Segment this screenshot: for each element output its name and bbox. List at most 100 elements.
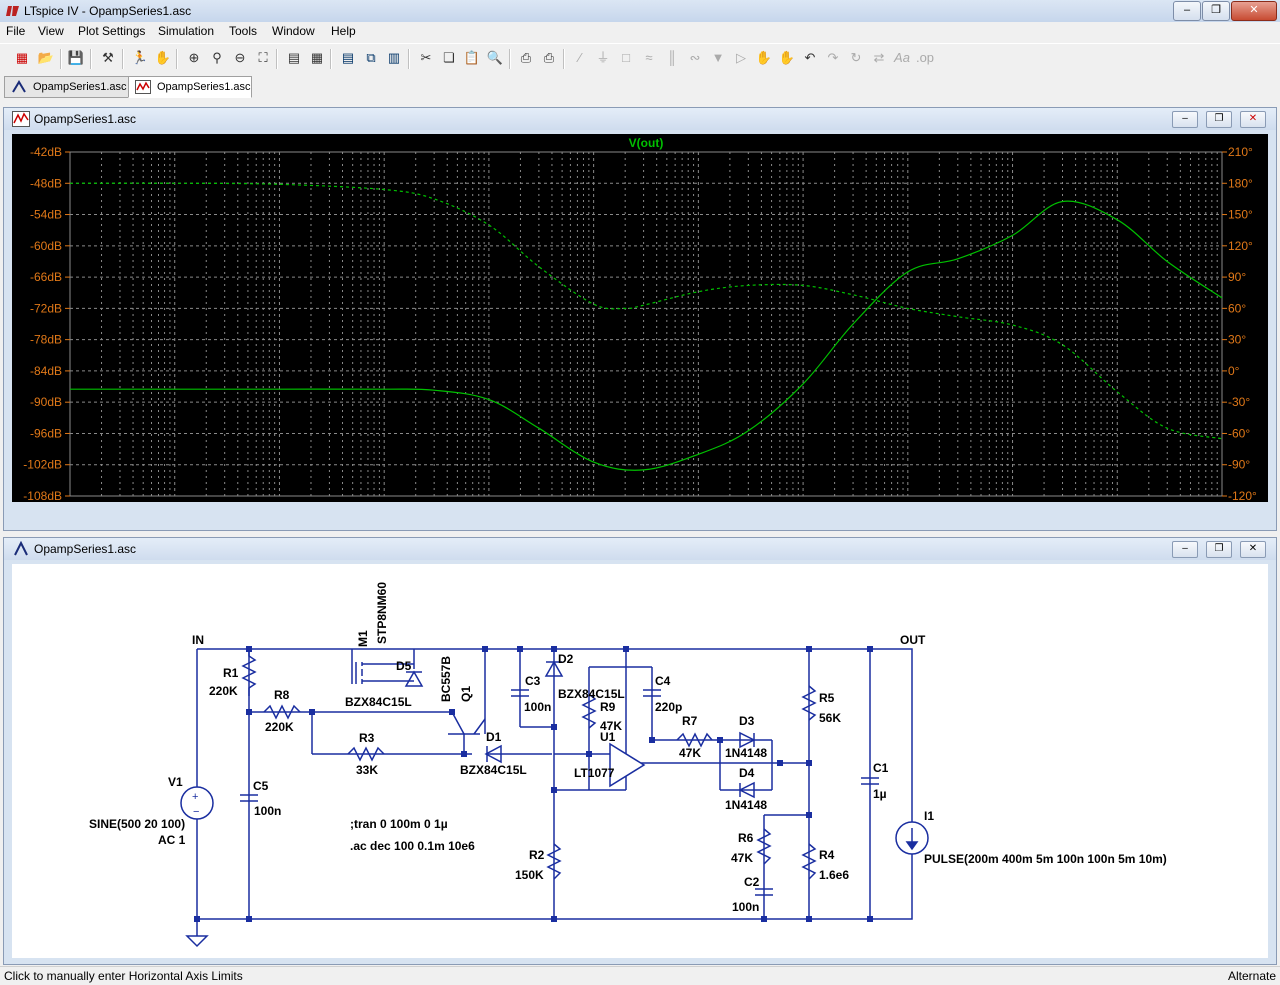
ground-icon[interactable]: ⏚ (596, 50, 610, 65)
status-message: Click to manually enter Horizontal Axis … (4, 969, 243, 983)
net-label-out: OUT (900, 633, 926, 647)
capacitors[interactable] (240, 689, 879, 896)
current-source-i1[interactable] (895, 821, 929, 855)
i1-value: PULSE(200m 400m 5m 100n 100n 5m 10m) (924, 852, 1167, 866)
menu-plot-settings[interactable]: Plot Settings (78, 24, 146, 38)
spice-directive-icon[interactable]: .op (915, 50, 935, 65)
print-preview-icon[interactable]: ⎙ (520, 50, 532, 65)
c2-ref: C2 (744, 875, 760, 889)
zoom-area-icon[interactable]: ⚲ (212, 50, 222, 65)
r5-ref: R5 (819, 691, 835, 705)
schematic-window: OpampSeries1.asc – ❐ ✕ (3, 537, 1277, 965)
autorange-icon[interactable]: ▤ (287, 50, 301, 65)
trace-label-vout[interactable]: V(out) (629, 136, 664, 150)
cut-icon[interactable]: ✂ (420, 50, 432, 65)
y2-tick-label: 60° (1228, 301, 1246, 315)
ground-symbol (185, 919, 209, 948)
r6-ref: R6 (738, 831, 754, 845)
menu-file[interactable]: File (6, 24, 26, 38)
redo-icon[interactable]: ↷ (827, 50, 839, 65)
pan-icon[interactable]: ✋ (154, 50, 172, 65)
bode-plot[interactable]: -42dB-48dB-54dB-60dB-66dB-72dB-78dB-84dB… (12, 134, 1268, 515)
schematic-restore-button[interactable]: ❐ (1206, 541, 1232, 558)
x-tick-label: 100Hz (681, 501, 716, 502)
waveform-plot-area[interactable]: -42dB-48dB-54dB-60dB-66dB-72dB-78dB-84dB… (12, 134, 1268, 515)
close-button[interactable]: ✕ (1231, 1, 1277, 21)
capacitor-icon[interactable]: ║ (667, 50, 677, 65)
print-icon[interactable]: ⎙ (543, 50, 555, 65)
minimize-button[interactable]: – (1173, 1, 1201, 21)
i1-ref: I1 (924, 809, 934, 823)
drag-icon[interactable]: ✋ (778, 50, 796, 65)
diode-icon[interactable]: ▼ (711, 50, 725, 65)
schematic-window-title: OpampSeries1.asc (34, 542, 137, 556)
paste-icon[interactable]: 📋 (463, 50, 481, 65)
component-icon[interactable]: ▷ (736, 50, 746, 65)
q1-ref: Q1 (459, 686, 473, 702)
waveform-close-button[interactable]: ✕ (1240, 111, 1266, 128)
circuit-schematic[interactable]: + − (12, 564, 1268, 958)
zoom-out-icon[interactable]: ⊖ (234, 50, 246, 65)
y-tick-label: -108dB (23, 489, 62, 502)
menu-simulation[interactable]: Simulation (158, 24, 215, 38)
cascade-icon[interactable]: ⧉ (366, 50, 376, 65)
move-icon[interactable]: ✋ (755, 50, 773, 65)
resistor-icon[interactable]: ≈ (645, 50, 653, 65)
tile-horizontal-icon[interactable]: ▤ (341, 50, 355, 65)
menu-window[interactable]: Window (272, 24, 315, 38)
y-tick-label: -42dB (30, 145, 62, 159)
schematic-minimize-button[interactable]: – (1172, 541, 1198, 558)
save-icon[interactable]: 💾 (67, 50, 85, 65)
schematic-canvas[interactable]: + − (12, 564, 1268, 958)
y-tick-label: -48dB (30, 176, 62, 190)
tran-directive[interactable]: ;tran 0 100m 0 1µ (350, 817, 448, 831)
open-icon[interactable]: 📂 (37, 50, 55, 65)
menu-view[interactable]: View (38, 24, 64, 38)
find-icon[interactable]: 🔍 (486, 50, 504, 65)
maximize-button[interactable]: ❐ (1202, 1, 1230, 21)
phase-trace[interactable] (69, 182, 1223, 440)
new-schematic-icon[interactable]: ▦ (15, 50, 29, 65)
resistors[interactable] (241, 649, 817, 880)
bjt-q1[interactable] (448, 711, 486, 754)
schematic-close-button[interactable]: ✕ (1240, 541, 1266, 558)
r6-value: 47K (731, 851, 753, 865)
zoom-in-icon[interactable]: ⊕ (188, 50, 200, 65)
copy-icon[interactable]: ❏ (443, 50, 455, 65)
undo-icon[interactable]: ↶ (804, 50, 816, 65)
y-tick-label: -60dB (30, 239, 62, 253)
x-tick-label: 10MHz (1203, 501, 1241, 502)
ltspice-logo-icon (6, 6, 19, 16)
wire-icon[interactable]: ∕ (578, 50, 582, 65)
tile-vertical-icon[interactable]: ▥ (387, 50, 401, 65)
waveform-restore-button[interactable]: ❐ (1206, 111, 1232, 128)
tab-schematic[interactable]: OpampSeries1.asc (4, 76, 130, 98)
control-panel-icon[interactable]: ⚒ (102, 50, 114, 65)
v1-ref: V1 (168, 775, 183, 789)
c3-ref: C3 (525, 674, 541, 688)
run-icon[interactable]: 🏃 (131, 50, 149, 65)
inductor-icon[interactable]: ∾ (689, 50, 701, 65)
tab-waveform-label: OpampSeries1.asc (157, 81, 251, 93)
mosfet-m1[interactable] (351, 662, 414, 684)
y2-tick-label: 210° (1228, 145, 1253, 159)
rotate-icon[interactable]: ↻ (850, 50, 862, 65)
y2-tick-label: -90° (1228, 458, 1250, 472)
menu-tools[interactable]: Tools (229, 24, 258, 38)
diodes[interactable] (404, 660, 756, 799)
text-icon[interactable]: Aa (894, 50, 910, 65)
label-net-icon[interactable]: □ (622, 50, 630, 65)
mirror-icon[interactable]: ⇄ (873, 50, 885, 65)
ac-directive[interactable]: .ac dec 100 0.1m 10e6 (350, 839, 475, 853)
tab-waveform[interactable]: OpampSeries1.asc (128, 76, 252, 98)
voltage-source-v1[interactable]: + − (180, 786, 214, 820)
menu-help[interactable]: Help (331, 24, 356, 38)
r1-ref: R1 (223, 666, 239, 680)
r7-value: 47K (679, 746, 701, 760)
grid-icon[interactable]: ▦ (310, 50, 324, 65)
zoom-fit-icon[interactable]: ⛶ (258, 50, 268, 65)
opamp-u1[interactable] (609, 742, 646, 788)
magnitude-trace[interactable] (69, 200, 1223, 471)
waveform-minimize-button[interactable]: – (1172, 111, 1198, 128)
menu-bar: File View Plot Settings Simulation Tools… (0, 22, 1280, 42)
